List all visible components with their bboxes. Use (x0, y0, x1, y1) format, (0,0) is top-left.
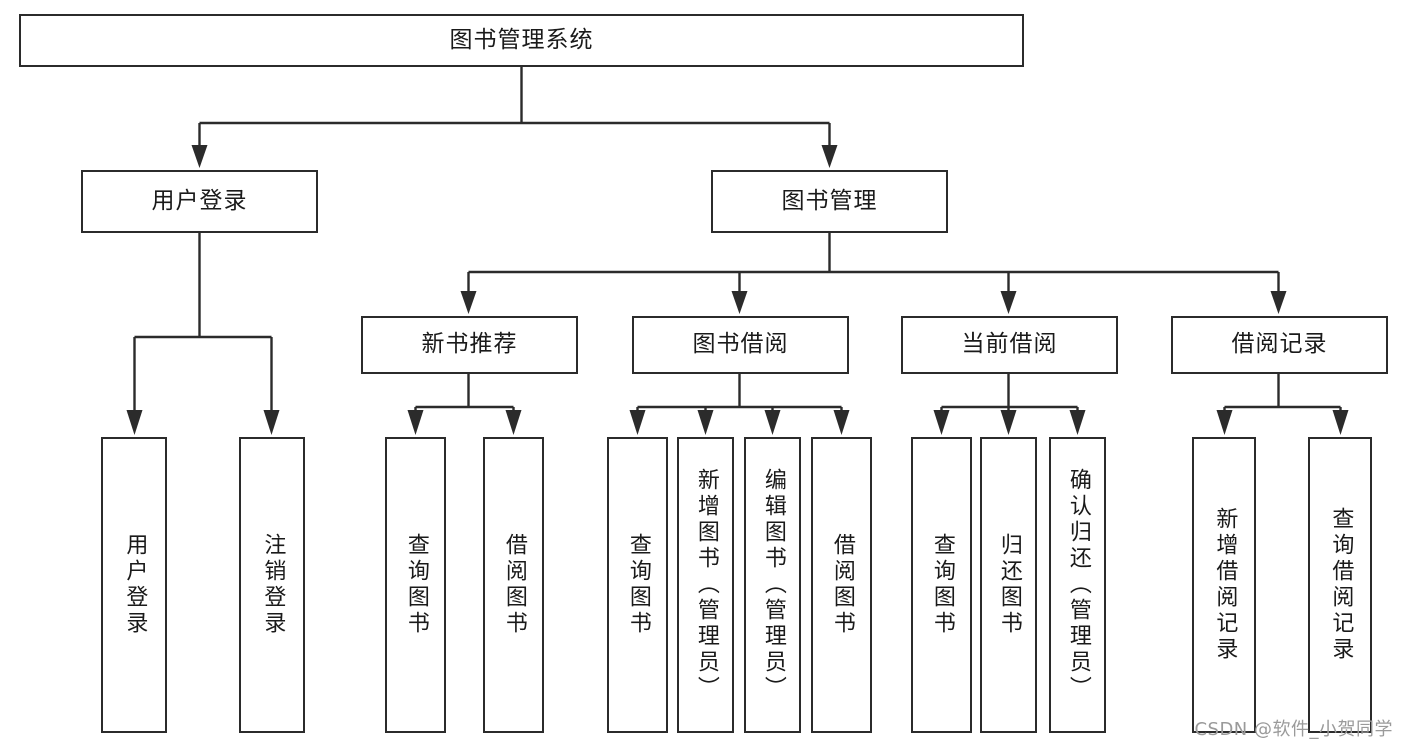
node-leaf-query-book-recommend-label: 查询图书 (403, 533, 429, 637)
node-leaf-query-borrow-record[interactable]: 查询借阅记录 (1308, 437, 1372, 733)
node-leaf-logout[interactable]: 注销登录 (239, 437, 305, 733)
arrow-head-leaf-user-login (126, 410, 143, 435)
node-book-borrow-label: 图书借阅 (692, 331, 789, 358)
node-new-book-recommend[interactable]: 新书推荐 (361, 316, 578, 374)
node-leaf-confirm-return-admin-label: 确认归还（管理员） (1065, 468, 1091, 702)
node-leaf-add-book-admin-label: 新增图书（管理员） (693, 468, 719, 702)
node-leaf-query-book-current[interactable]: 查询图书 (911, 437, 972, 733)
node-current-borrow-label: 当前借阅 (961, 331, 1058, 358)
node-leaf-borrow-book-recommend-label: 借阅图书 (501, 533, 527, 637)
node-leaf-user-login[interactable]: 用户登录 (101, 437, 167, 733)
arrow-head-borrow-leaf-1 (629, 410, 646, 435)
node-root-system-label: 图书管理系统 (449, 26, 594, 53)
node-leaf-query-book-borrow[interactable]: 查询图书 (607, 437, 668, 733)
node-new-book-recommend-label: 新书推荐 (421, 331, 518, 358)
arrow-head-current-borrow (1000, 291, 1017, 314)
arrow-head-book-mgmt (821, 145, 838, 168)
node-leaf-return-book[interactable]: 归还图书 (980, 437, 1037, 733)
arrow-head-record-leaf-2 (1332, 410, 1349, 435)
node-leaf-add-book-admin[interactable]: 新增图书（管理员） (677, 437, 734, 733)
node-leaf-query-book-recommend[interactable]: 查询图书 (385, 437, 446, 733)
node-current-borrow[interactable]: 当前借阅 (901, 316, 1118, 374)
arrow-head-current-leaf-2 (1000, 410, 1017, 435)
arrow-head-recommend-leaf-2 (505, 410, 522, 435)
node-leaf-return-book-label: 归还图书 (996, 533, 1022, 637)
node-leaf-borrow-book[interactable]: 借阅图书 (811, 437, 872, 733)
arrow-head-book-borrow (731, 291, 748, 314)
node-leaf-query-book-current-label: 查询图书 (929, 533, 955, 637)
arrow-head-current-leaf-1 (933, 410, 950, 435)
node-leaf-edit-book-admin-label: 编辑图书（管理员） (760, 468, 786, 702)
arrow-head-borrow-leaf-3 (764, 410, 781, 435)
node-borrow-record-label: 借阅记录 (1231, 331, 1328, 358)
node-leaf-user-login-label: 用户登录 (122, 533, 148, 637)
node-leaf-add-borrow-record-label: 新增借阅记录 (1212, 507, 1238, 663)
node-leaf-add-borrow-record[interactable]: 新增借阅记录 (1192, 437, 1256, 733)
node-user-login-label: 用户登录 (151, 187, 248, 214)
arrow-head-record-leaf-1 (1216, 410, 1233, 435)
arrow-head-user-login (191, 145, 208, 168)
node-book-management-label: 图书管理 (781, 187, 878, 214)
node-book-management[interactable]: 图书管理 (711, 170, 948, 233)
arrow-head-borrow-leaf-4 (833, 410, 850, 435)
watermark-text: CSDN @软件_小贺同学 (1194, 719, 1393, 740)
node-borrow-record[interactable]: 借阅记录 (1171, 316, 1388, 374)
arrow-head-leaf-logout (263, 410, 280, 435)
node-leaf-borrow-book-recommend[interactable]: 借阅图书 (483, 437, 544, 733)
node-user-login[interactable]: 用户登录 (81, 170, 318, 233)
node-leaf-borrow-book-label: 借阅图书 (829, 533, 855, 637)
node-book-borrow[interactable]: 图书借阅 (632, 316, 849, 374)
node-leaf-query-borrow-record-label: 查询借阅记录 (1328, 507, 1354, 663)
node-leaf-edit-book-admin[interactable]: 编辑图书（管理员） (744, 437, 801, 733)
arrow-head-new-book (460, 291, 477, 314)
node-root-system[interactable]: 图书管理系统 (19, 14, 1024, 67)
arrow-head-current-leaf-3 (1069, 410, 1086, 435)
arrow-head-borrow-leaf-2 (697, 410, 714, 435)
node-leaf-logout-label: 注销登录 (260, 533, 286, 637)
node-leaf-confirm-return-admin[interactable]: 确认归还（管理员） (1049, 437, 1106, 733)
arrow-head-recommend-leaf-1 (407, 410, 424, 435)
arrow-head-borrow-record (1270, 291, 1287, 314)
node-leaf-query-book-borrow-label: 查询图书 (625, 533, 651, 637)
